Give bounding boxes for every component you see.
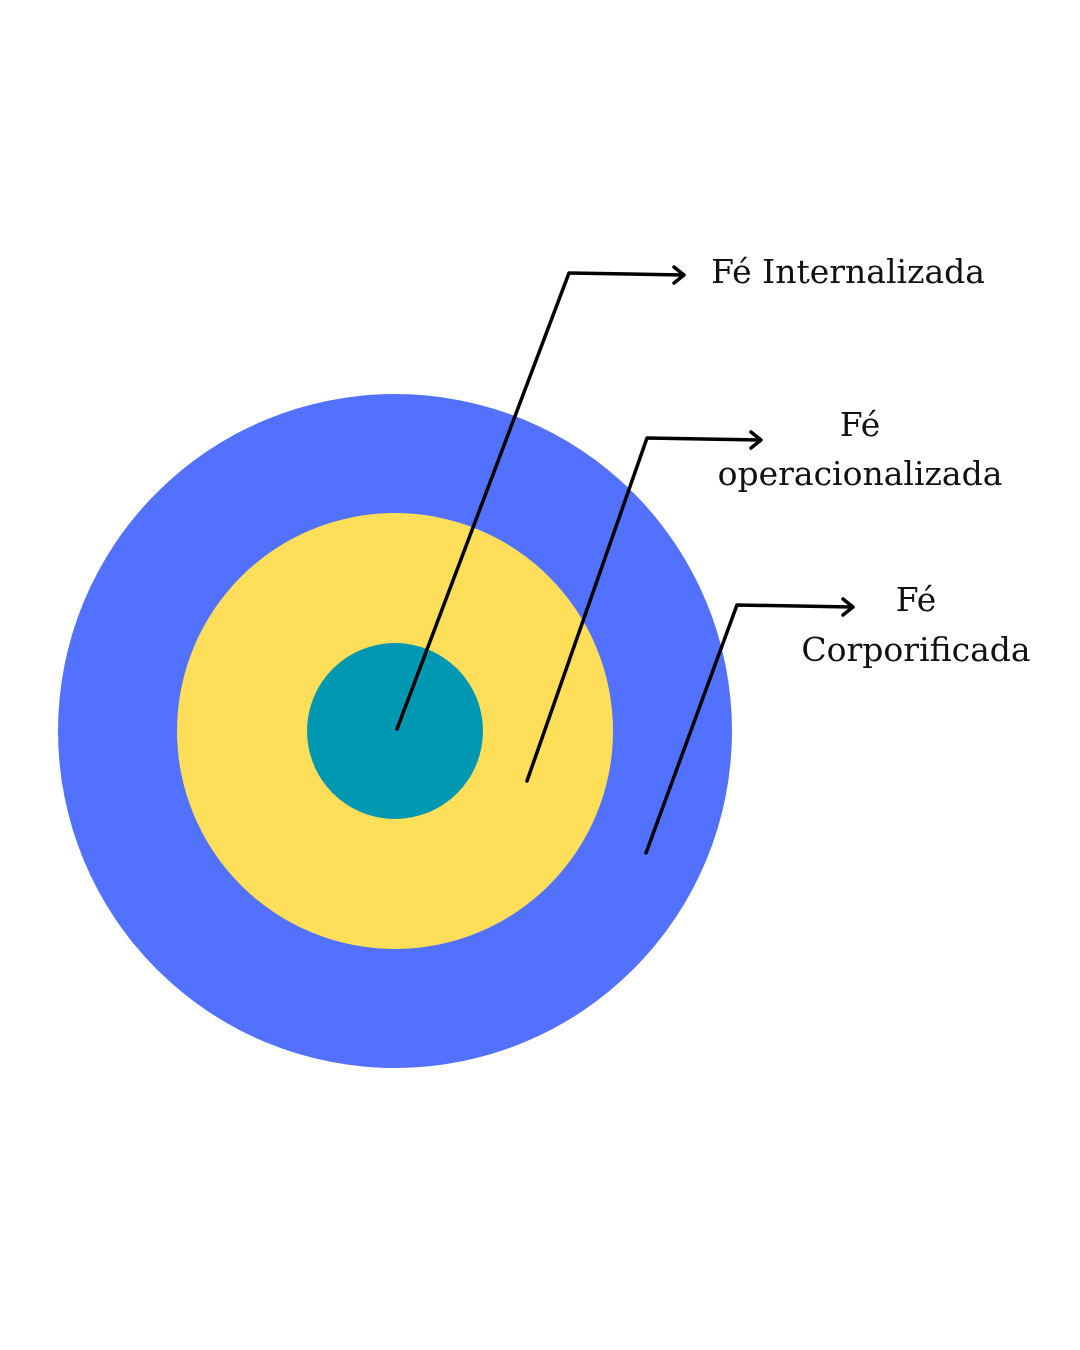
inner-core-internalizada [307,643,483,819]
label-fe-operacionalizada-line2: operacionalizada [718,454,1003,493]
leader-line-operacionalizada [525,436,762,783]
leader-line-internalizada [395,271,685,731]
leader-line-corporificada [644,603,854,855]
label-fe-operacionalizada-line1: Fé [840,405,881,444]
arrowhead-corporificada [841,597,855,617]
label-fe-internalizada: Fé Internalizada [711,252,985,291]
arrowhead-internalizada [672,265,686,285]
arrowhead-operacionalizada [749,430,763,450]
label-fe-corporificada-line1: Fé [896,580,937,619]
label-fe-corporificada-line2: Corporificada [801,630,1030,669]
